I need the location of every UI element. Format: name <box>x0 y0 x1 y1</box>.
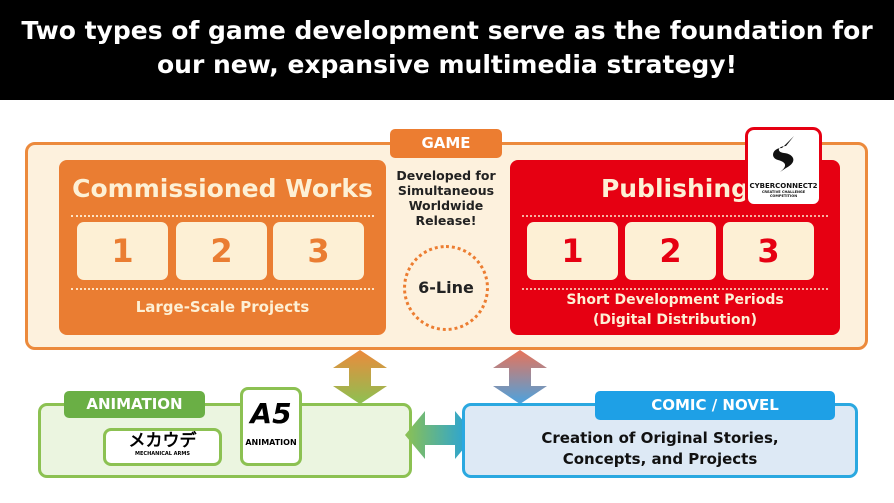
logo-tagline: CREATIVE CHALLENGE COMPETITION <box>761 190 806 198</box>
headline-line-2: our new, expansive multimedia strategy! <box>156 50 738 79</box>
commissioned-title: Commissioned Works <box>72 174 373 203</box>
simultaneous-release-note: Developed for Simultaneous Worldwide Rel… <box>392 168 500 228</box>
comic-novel-label: COMIC / NOVEL <box>595 391 835 420</box>
line-number-3: 3 <box>723 222 814 280</box>
game-comic-arrow-icon <box>493 350 547 404</box>
publishing-panel: Publishing 1 2 3 Short Development Perio… <box>510 160 840 335</box>
logo-tagline: MECHANICAL ARMS <box>135 451 190 457</box>
mechanical-arms-logo: メカウデ MECHANICAL ARMS <box>103 428 222 466</box>
line-number-2: 2 <box>625 222 716 280</box>
divider <box>522 215 828 217</box>
divider <box>522 288 828 290</box>
comic-line-1: Creation of Original Stories, <box>541 429 779 447</box>
cyberconnect2-logo: CYBERCONNECT2 CREATIVE CHALLENGE COMPETI… <box>745 127 822 207</box>
line-number-2: 2 <box>176 222 267 280</box>
animation-label: ANIMATION <box>64 391 205 418</box>
logo-name: メカウデ <box>128 431 197 451</box>
note-line: Developed for <box>396 168 496 183</box>
line-number-3: 3 <box>273 222 364 280</box>
divider <box>71 215 374 217</box>
a5-animation-logo: A5 ANIMATION <box>240 387 302 466</box>
header-banner: Two types of game development serve as t… <box>0 0 894 100</box>
note-line: Worldwide <box>408 198 484 213</box>
game-label: GAME <box>390 129 502 158</box>
commissioned-works-panel: Commissioned Works 1 2 3 Large-Scale Pro… <box>59 160 386 335</box>
commissioned-subtitle: Large-Scale Projects <box>135 298 310 316</box>
line-number-1: 1 <box>77 222 168 280</box>
logo-name: A5 <box>250 397 292 430</box>
note-line: Release! <box>415 213 477 228</box>
game-animation-arrow-icon <box>333 350 387 404</box>
publishing-title: Publishing <box>600 174 750 203</box>
divider <box>71 288 374 290</box>
logo-tagline: ANIMATION <box>245 438 297 447</box>
line-number-1: 1 <box>527 222 618 280</box>
logo-name: CYBERCONNECT2 <box>749 182 818 190</box>
cc2-emblem-icon <box>772 136 794 176</box>
comic-line-2: Concepts, and Projects <box>562 450 758 468</box>
six-line-circle: 6-Line <box>403 245 489 331</box>
comic-description: Creation of Original Stories, Concepts, … <box>462 428 858 470</box>
headline-line-1: Two types of game development serve as t… <box>21 16 873 45</box>
note-line: Simultaneous <box>397 183 495 198</box>
publishing-subtitle-2: (Digital Distribution) <box>592 312 758 328</box>
animation-comic-arrow-icon <box>405 411 475 459</box>
publishing-subtitle-1: Short Development Periods <box>566 292 784 308</box>
